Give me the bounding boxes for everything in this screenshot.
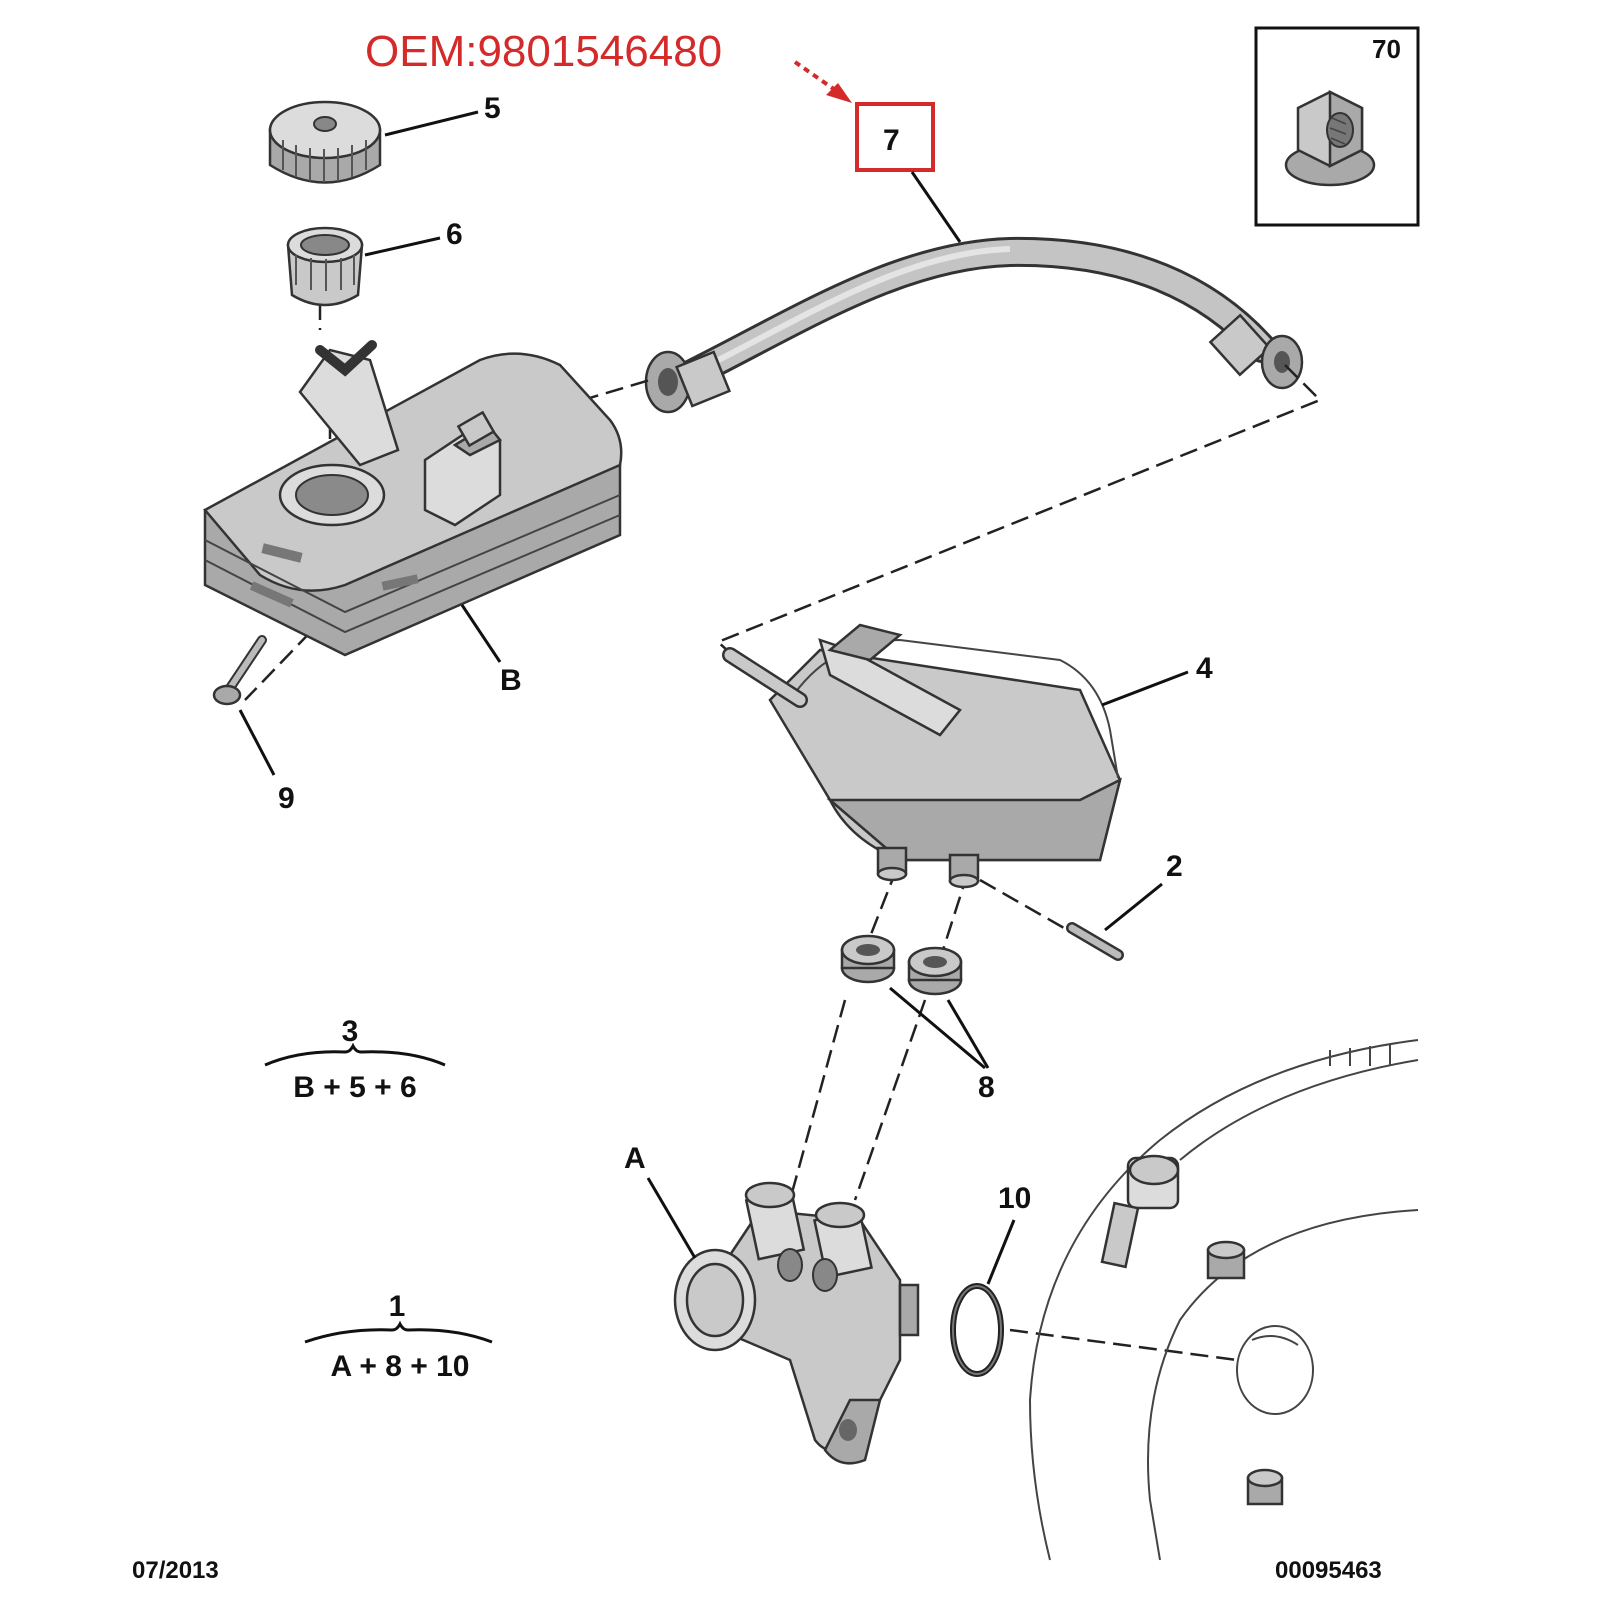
assembly-kit-3: 3 B + 5 + 6 — [264, 1015, 446, 1104]
fluid-reservoir-alt[interactable] — [722, 623, 1122, 889]
footer-ref: 00095463 — [1275, 1557, 1382, 1584]
leader-A — [646, 1177, 697, 1259]
kit-1-formula: A + 8 + 10 — [331, 1350, 470, 1383]
master-cylinder[interactable] — [673, 1181, 920, 1465]
callout-B[interactable]: B — [500, 664, 522, 697]
leader-8a — [889, 986, 986, 1070]
oem-arrow — [793, 60, 852, 103]
callout-10[interactable]: 10 — [998, 1182, 1031, 1215]
kit-3-number: 3 — [342, 1015, 359, 1048]
booster-stud-lower — [1246, 1468, 1284, 1506]
hose-fitting-right — [1208, 313, 1304, 390]
highlight-box — [855, 102, 935, 172]
oem-label: OEM:9801546480 — [365, 27, 722, 76]
leader-B — [460, 604, 502, 663]
o-ring[interactable] — [950, 1283, 1004, 1377]
outlet-nozzle-left — [876, 846, 908, 882]
leader-10 — [986, 1219, 1016, 1285]
outlet-nozzle-right — [948, 853, 980, 889]
leader-5 — [384, 110, 479, 137]
vacuum-valve — [1100, 1154, 1180, 1269]
inlet-port-left — [744, 1181, 806, 1261]
kit-1-number: 1 — [389, 1290, 406, 1323]
callout-8[interactable]: 8 — [978, 1071, 995, 1104]
leader-6 — [364, 236, 441, 257]
leader-8b — [946, 999, 990, 1069]
kit-3-brace — [264, 1042, 446, 1067]
retaining-pin[interactable] — [1066, 922, 1124, 961]
fluid-reservoir[interactable] — [203, 340, 623, 657]
callout-6[interactable]: 6 — [446, 218, 463, 251]
brake-hose[interactable] — [644, 236, 1304, 414]
callout-2[interactable]: 2 — [1166, 850, 1183, 883]
reservoir-strainer[interactable] — [286, 226, 364, 307]
assembly-kit-1: 1 A + 8 + 10 — [304, 1290, 493, 1383]
booster-stud-upper — [1206, 1240, 1246, 1280]
callout-4[interactable]: 4 — [1196, 652, 1213, 685]
leader-4 — [1101, 670, 1189, 707]
kit-1-brace — [304, 1320, 493, 1344]
flange-nut-icon — [1284, 89, 1376, 187]
callout-9[interactable]: 9 — [278, 782, 295, 815]
brake-booster — [1028, 1039, 1419, 1561]
grommet-seal-left[interactable] — [840, 934, 896, 984]
footer-date: 07/2013 — [132, 1557, 219, 1584]
inset-label: 70 — [1372, 34, 1401, 64]
inset-box: 70 — [1254, 26, 1420, 227]
leader-7 — [910, 171, 962, 243]
callout-A[interactable]: A — [624, 1142, 646, 1175]
kit-3-formula: B + 5 + 6 — [293, 1071, 416, 1104]
leader-2 — [1104, 882, 1163, 932]
leader-9 — [238, 709, 276, 776]
reservoir-cap[interactable] — [268, 100, 382, 184]
grommet-seal-right[interactable] — [907, 946, 963, 996]
callout-5[interactable]: 5 — [484, 92, 501, 125]
callout-7[interactable]: 7 — [883, 124, 900, 157]
level-sensor-connector — [423, 410, 502, 527]
mounting-screw[interactable] — [212, 635, 267, 706]
